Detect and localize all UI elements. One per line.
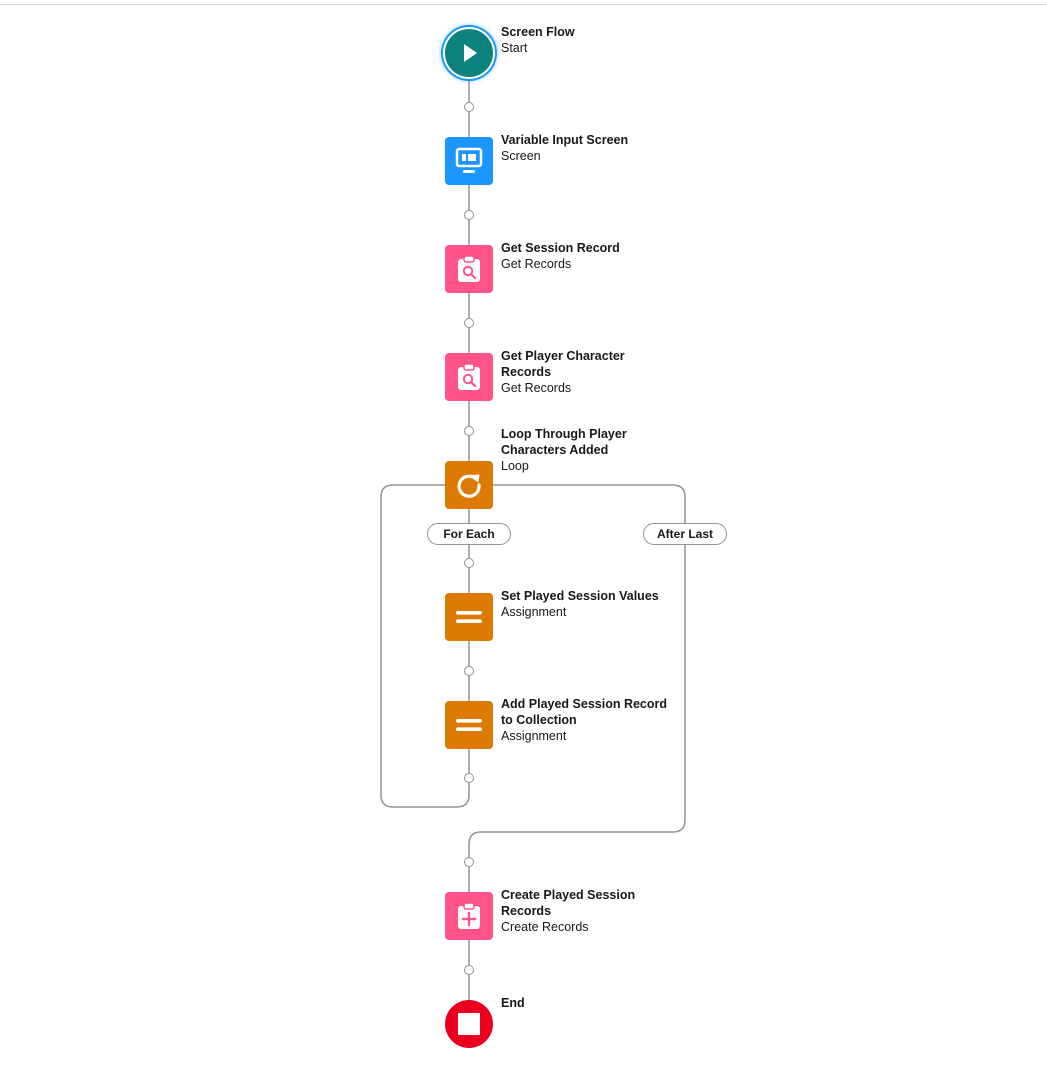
element-type: Get Records [501,381,572,395]
variable-input-screen-node[interactable] [445,137,493,185]
record-lookup-icon [458,255,480,282]
get-session-record-node[interactable] [445,245,493,293]
for-each-branch-label[interactable]: For Each [427,523,511,545]
element-title: Variable Input Screen [501,133,629,147]
end-label: End [501,995,525,1011]
add-played-session-record-node[interactable] [445,701,493,749]
element-title: Loop Through Player Characters Added [501,427,627,457]
element-type: Screen [501,149,541,163]
screen-icon [455,147,483,173]
element-title: Get Player Character Records [501,349,625,379]
get-player-character-records-label: Get Player Character Records Get Records [501,348,651,396]
add-element-port[interactable] [464,666,474,676]
add-element-port[interactable] [464,318,474,328]
element-type: Assignment [501,729,567,743]
create-played-session-records-node[interactable] [445,892,493,940]
get-player-character-records-node[interactable] [445,353,493,401]
loop-icon [457,474,481,498]
element-title: Get Session Record [501,241,620,255]
connector-loop-back [380,484,470,808]
assignment-icon [456,719,482,731]
stop-icon [458,1013,480,1035]
add-element-port[interactable] [464,558,474,568]
loop-label: Loop Through Player Characters Added Loo… [501,426,651,474]
set-played-session-values-node[interactable] [445,593,493,641]
loop-node[interactable] [445,461,493,509]
element-title: Set Played Session Values [501,589,659,603]
element-title: Screen Flow [501,25,575,39]
play-icon [464,44,477,62]
after-last-branch-label[interactable]: After Last [643,523,727,545]
canvas-top-border [0,0,1047,5]
add-played-session-record-label: Add Played Session Record to Collection … [501,696,681,744]
assignment-icon [456,611,482,623]
start-label: Screen Flow Start [501,24,575,56]
element-title: Create Played Session Records [501,888,636,918]
set-played-session-values-label: Set Played Session Values Assignment [501,588,659,620]
add-element-port[interactable] [464,426,474,436]
record-lookup-icon [458,363,480,390]
variable-input-screen-label: Variable Input Screen Screen [501,132,628,164]
element-type: Loop [501,459,529,473]
add-element-port[interactable] [464,965,474,975]
connector-after-last [468,484,686,892]
element-title: End [501,996,525,1010]
element-type: Start [501,41,528,55]
record-create-icon [458,902,480,929]
element-title: Add Played Session Record to Collection [501,697,668,727]
get-session-record-label: Get Session Record Get Records [501,240,620,272]
element-type: Create Records [501,920,589,934]
element-type: Assignment [501,605,567,619]
start-node[interactable] [443,27,495,79]
add-element-port[interactable] [464,773,474,783]
add-element-port[interactable] [464,210,474,220]
add-element-port[interactable] [464,102,474,112]
add-element-port[interactable] [464,857,474,867]
create-played-session-records-label: Create Played Session Records Create Rec… [501,887,651,935]
element-type: Get Records [501,257,572,271]
end-node[interactable] [445,1000,493,1048]
